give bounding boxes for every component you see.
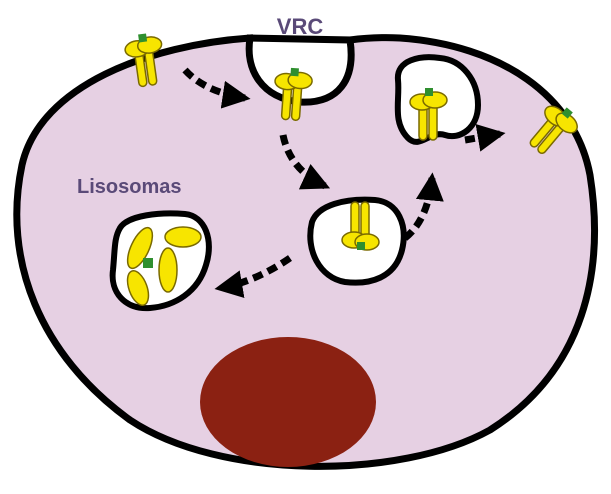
fragment [159,248,177,292]
ligand [425,88,433,96]
lysosomes-label: Lisosomas [77,176,181,198]
ligand [290,68,299,77]
receptor-rod [429,104,437,140]
receptor-rod [361,202,369,238]
fragment [165,227,201,247]
ligand-fragment [143,258,153,268]
nucleus [200,337,376,467]
ligand [138,33,147,42]
vrc-label: VRC [277,14,324,39]
ligand [357,242,365,250]
